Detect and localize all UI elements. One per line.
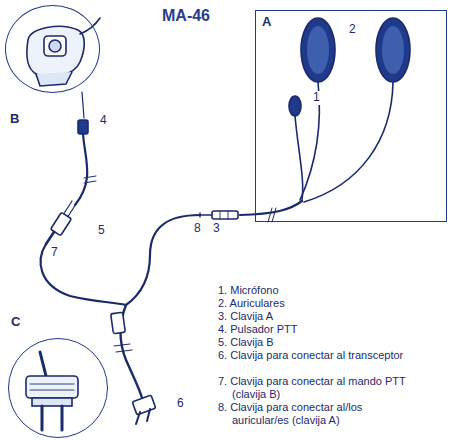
callout-number: 7 <box>50 246 59 260</box>
inset-letter: A <box>262 15 271 30</box>
callout-number: 4 <box>99 114 108 128</box>
callout-number: 3 <box>212 222 221 236</box>
legend-list-item: 2. Auriculares <box>218 297 418 310</box>
ptt-inset-circle: B <box>5 5 100 93</box>
legend-list-item: 3. Clavija A <box>218 310 418 323</box>
callout-number: 1 <box>312 91 321 105</box>
inset-letter: C <box>11 315 20 330</box>
headset-panel: A <box>255 10 447 222</box>
inset-letter: B <box>10 112 19 127</box>
legend-list-item: 5. Clavija B <box>218 336 418 349</box>
callout-number: 6 <box>176 397 185 411</box>
legend-list-item: 1. Micrófono <box>218 284 418 297</box>
legend-list-item: 4. Pulsador PTT <box>218 323 418 336</box>
callout-number: 8 <box>193 222 202 236</box>
callout-number: 5 <box>97 224 106 238</box>
callout-number: 2 <box>348 23 357 37</box>
legend-list-item: 6. Clavija para conectar al transceptor <box>218 349 418 362</box>
diagram-title: MA-46 <box>162 7 210 25</box>
legend-list-item: 7. Clavija para conectar al mando PTT (c… <box>218 375 418 401</box>
legend-list-item: 8. Clavija para conectar al/los auricula… <box>218 401 418 427</box>
connector-inset-circle: C <box>8 338 108 438</box>
